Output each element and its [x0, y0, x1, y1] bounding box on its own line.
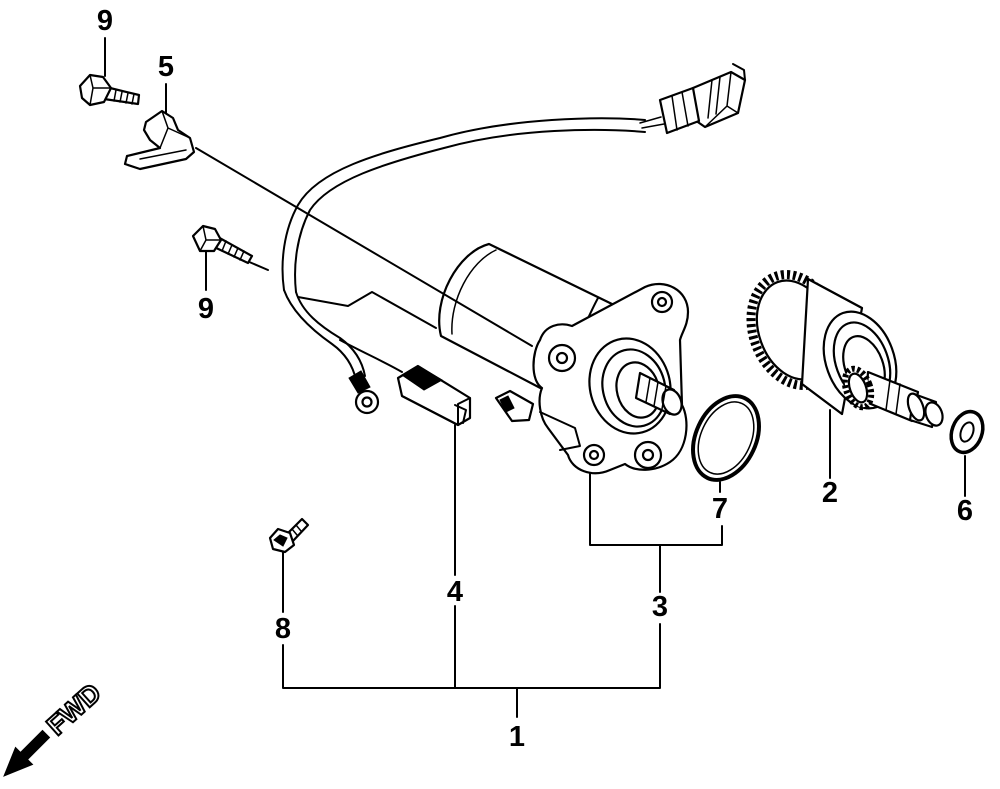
fwd-label: FWD [41, 678, 107, 741]
callout-label-clutch-gear: 2 [822, 477, 838, 509]
callout-label-clip: 5 [158, 51, 174, 83]
callout-label-o-ring: 7 [712, 493, 728, 525]
bracket-line-motor-assembly [589, 467, 723, 593]
bracket-line-set [282, 605, 661, 718]
connector-plug [639, 63, 747, 135]
callout-label-mid-bolt: 9 [198, 293, 214, 325]
bolt-part-middle [191, 224, 254, 265]
callout-label-screw: 8 [275, 613, 291, 645]
wire-harness [281, 117, 646, 381]
bolt-part-top [78, 73, 141, 107]
harness-connector [396, 364, 472, 427]
callout-label-top-bolt: 9 [97, 5, 113, 37]
callout-label-set: 1 [509, 721, 525, 753]
callout-label-washer: 6 [957, 495, 973, 527]
fwd-arrow: FWD [3, 677, 108, 777]
screw-part [268, 517, 310, 554]
arrow-icon [3, 729, 51, 777]
clip-part [123, 109, 196, 171]
callout-labels: 9 5 9 4 7 2 6 3 8 1 [97, 5, 973, 753]
starter-motor-part [438, 242, 690, 475]
leader-lines [104, 37, 966, 718]
ring-terminal [348, 370, 380, 415]
callout-label-harness: 4 [447, 576, 463, 608]
callout-label-motor-assembly: 3 [652, 591, 668, 623]
clutch-gear-part [746, 270, 944, 429]
leader-line [195, 147, 533, 347]
washer-part [949, 409, 985, 455]
o-ring-part [691, 394, 761, 482]
